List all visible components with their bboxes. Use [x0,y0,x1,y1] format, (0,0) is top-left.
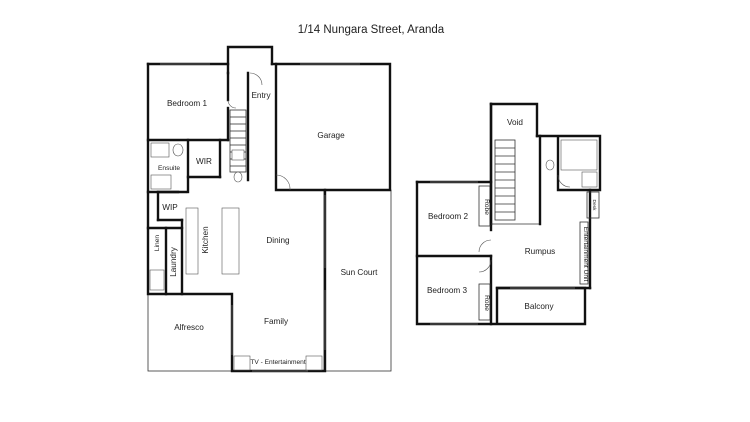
room-label-linen: Linen [154,235,161,251]
room-label-entry: Entry [251,91,271,100]
kitchen-bench [185,207,199,275]
room-label-bedroom1: Bedroom 1 [167,99,207,108]
upper-floor-plan: Void Bedroom 2 Robe Rumpus Bedroom 3 Rob… [415,102,602,326]
room-label-robe3: Robe [483,295,490,311]
laundry-tub [149,269,165,291]
room-label-void: Void [507,118,523,127]
garage-wall [274,62,392,192]
room-label-tv-entertainment: TV - Entertainment [250,359,306,366]
upper-bath-toilet [545,159,555,171]
room-label-garage: Garage [317,131,345,140]
room-label-bedroom3: Bedroom 3 [427,286,467,295]
room-label-kitchen: Kitchen [201,226,210,254]
page-title: 1/14 Nungara Street, Aranda [298,24,445,36]
room-label-desk: Desk [591,200,597,212]
wc-toilet [233,171,243,183]
bedroom3-door-swing [478,259,492,273]
ground-floor-plan: Bedroom 1 Entry Garage Ensuite WIR WIP L… [146,45,392,373]
room-label-alfresco: Alfresco [174,323,204,332]
wc-fixture [231,149,245,161]
alfresco-area [147,293,233,372]
room-label-family: Family [264,317,289,326]
robe3-box [478,283,491,321]
upper-bath-vanity [581,171,598,188]
tv-unit-right [305,355,323,371]
room-label-bedroom2: Bedroom 2 [428,212,468,221]
garage-door-swing [275,174,291,191]
sun-court-area [323,189,392,372]
upper-bath-shower [560,139,598,171]
upper-east-wall [535,134,602,192]
bedroom2-door-swing [478,239,492,253]
upper-stairs [494,139,516,221]
room-label-dining: Dining [266,236,290,245]
room-label-balcony: Balcony [524,302,554,311]
upper-outer-wall-2 [415,102,493,184]
entry-door-swing [249,72,263,86]
room-label-rumpus: Rumpus [525,247,556,256]
room-label-ensuite: Ensuite [158,165,180,172]
room-label-sun-court: Sun Court [341,268,379,277]
kitchen-island [221,207,240,275]
room-label-entertainment-unit: Entertainment Unit [582,227,589,282]
tv-unit-left [233,355,251,371]
entry-porch-wall [226,45,274,75]
room-label-wir: WIR [196,157,212,166]
room-label-wip: WIP [162,203,178,212]
ensuite-shower [150,174,172,190]
ensuite-toilet [172,143,184,157]
upper-outer-wall [489,102,539,138]
upper-west-wall [415,180,587,326]
room-label-robe2: Robe [483,199,490,215]
ensuite-vanity [150,142,170,158]
desk-box [586,191,600,219]
room-label-laundry: Laundry [169,246,178,276]
bath-door-swing [557,174,571,188]
bedroom1-door-swing [227,99,237,109]
entertainment-unit-box [579,221,589,285]
entry-stairs [229,109,247,173]
